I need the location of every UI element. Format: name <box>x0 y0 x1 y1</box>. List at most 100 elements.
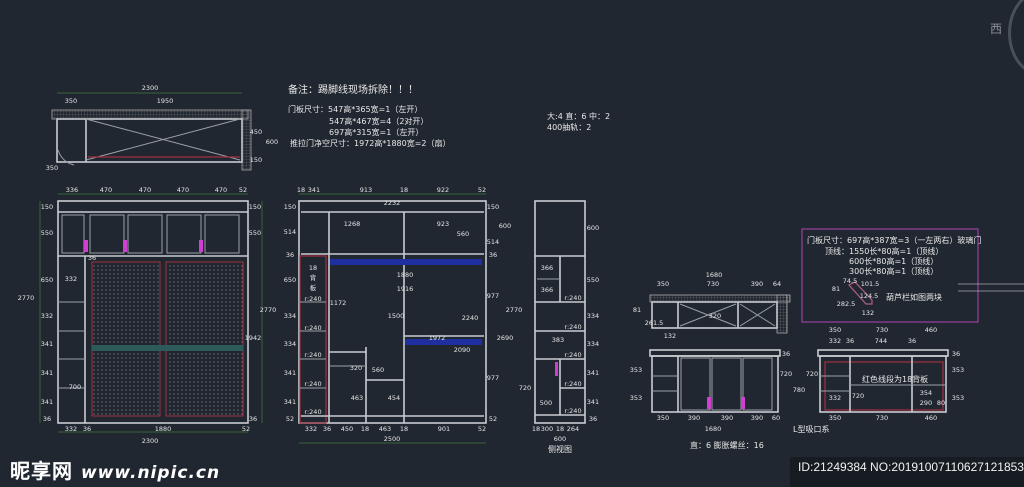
dim: 264 <box>567 425 579 433</box>
dim: 36 <box>589 415 597 423</box>
dim: 332 <box>65 425 77 433</box>
dim: 460 <box>925 414 937 422</box>
dim: 650 <box>41 276 53 284</box>
dim: 350 <box>829 414 841 422</box>
dim: 52 <box>242 425 250 433</box>
dim: 81 <box>832 285 840 293</box>
dim: 913 <box>360 186 372 194</box>
back-panel-label: 板 <box>310 283 317 292</box>
dim: 2240 <box>462 314 479 322</box>
dim: 463 <box>379 425 391 433</box>
dim: 36 <box>249 415 257 423</box>
dim: 341 <box>284 398 296 406</box>
dim: 2770 <box>18 294 35 302</box>
dim: 341 <box>587 369 599 377</box>
dim: 334 <box>284 340 296 348</box>
dim: 18 <box>400 186 408 194</box>
dim: 460 <box>925 326 937 334</box>
watermark-id: ID:21249384 NO:20191007110627121853 <box>790 457 1024 487</box>
dim: 350 <box>657 280 669 288</box>
dim: 450 <box>250 128 262 136</box>
dim: 52 <box>478 425 486 433</box>
dim: 514 <box>487 238 499 246</box>
dim: 101.5 <box>861 280 880 288</box>
dim: 336 <box>66 186 78 194</box>
door-size-2: 547高*467宽=4（2对开） <box>329 116 428 126</box>
dim: 454 <box>388 394 400 402</box>
sliding-door-size: 推拉门净空尺寸：1972高*1880宽=2（扇） <box>290 138 451 148</box>
dim: 463 <box>351 394 363 402</box>
dim: 334 <box>284 312 296 320</box>
dim: 2300 <box>142 84 159 92</box>
shelf-label: r:240 <box>304 380 321 388</box>
dim: 720 <box>806 370 818 378</box>
dim: 320 <box>709 312 721 320</box>
dim: 353 <box>630 366 642 374</box>
notes: 备注：踢脚线现场拆除！！！ 门板尺寸：547高*365宽=1（左开） 547高*… <box>288 83 610 148</box>
dim: 720 <box>780 370 792 378</box>
dim: 36 <box>908 337 916 345</box>
dim: 923 <box>437 220 449 228</box>
dim: 36 <box>43 415 51 423</box>
dim: 1972 <box>429 334 446 342</box>
dim: 18 <box>361 425 369 433</box>
top-plan: 2300 350 1950 450 600 150 350 <box>46 84 278 172</box>
dim: 36 <box>489 251 497 259</box>
dim: 744 <box>875 337 887 345</box>
dim: 560 <box>372 366 384 374</box>
dim: 550 <box>587 276 599 284</box>
dim: 470 <box>100 186 112 194</box>
dim: 1916 <box>397 285 414 293</box>
dim: r:240 <box>564 380 581 388</box>
dim: 18 <box>400 425 408 433</box>
dim: 150 <box>487 203 499 211</box>
drawer-rail: 400抽轨：2 <box>547 122 591 132</box>
dim: 18 <box>556 425 564 433</box>
l-cabinet-title: L型吸口系 <box>793 424 829 434</box>
shelf-label: r:240 <box>304 324 321 332</box>
dim: 1880 <box>397 271 414 279</box>
dim: 332 <box>829 394 841 402</box>
dim: 334 <box>587 312 599 320</box>
dim: 353 <box>952 394 964 402</box>
dim: 353 <box>952 366 964 374</box>
l-cabinet-side: 红色线段为18背板 350 730 460 332 36 744 36 332 … <box>793 326 964 434</box>
dim: 334 <box>587 340 599 348</box>
dim: 600 <box>587 224 599 232</box>
dim: 2232 <box>384 199 401 207</box>
dim: r:240 <box>564 294 581 302</box>
dim: 124.5 <box>860 292 879 300</box>
dim: 1268 <box>344 220 361 228</box>
dim: 977 <box>487 292 499 300</box>
dim: 81 <box>633 306 641 314</box>
section-view: 18 341 913 18 922 52 2232 1268 923 560 1… <box>284 186 522 444</box>
glass-door-box: 门板尺寸：697高*387宽=3（一左两右）玻璃门 顶线：1550长*80高=1… <box>801 228 981 323</box>
dim: 390 <box>721 414 733 422</box>
dim: 354 <box>920 389 932 397</box>
dim: r:240 <box>564 351 581 359</box>
dim: 150 <box>250 156 262 164</box>
top-line-1: 顶线：1550长*80高=1（顶线） <box>825 246 943 256</box>
door-size-1: 门板尺寸：547高*365宽=1（左开） <box>288 104 422 114</box>
dim: 36 <box>782 350 790 358</box>
watermark-logo: 昵享网 www.nipic.cn <box>10 459 221 483</box>
dim: 1950 <box>157 97 174 105</box>
shelf-label: r:240 <box>304 408 321 416</box>
back-panel-label: 18 <box>309 264 317 272</box>
dim: 332 <box>829 337 841 345</box>
shelf-label: r:240 <box>304 295 321 303</box>
dim: r:240 <box>564 323 581 331</box>
dim: 780 <box>793 386 805 394</box>
dim: 36 <box>88 254 96 262</box>
back-panel-label: 背 <box>310 273 317 282</box>
l-cabinet-front: 350 390 390 390 60 1680 353 353 720 780 … <box>630 349 805 433</box>
shelf-label: r:240 <box>304 351 321 359</box>
dim: 1942 <box>245 334 262 342</box>
hinge-count: 大:4 直：6 中：2 <box>547 111 610 121</box>
dim: 720 <box>519 384 531 392</box>
dim: 1880 <box>155 425 172 433</box>
dim: 64 <box>773 280 781 288</box>
dim: 901 <box>438 425 450 433</box>
dim: 350 <box>657 414 669 422</box>
dim: 150 <box>284 203 296 211</box>
